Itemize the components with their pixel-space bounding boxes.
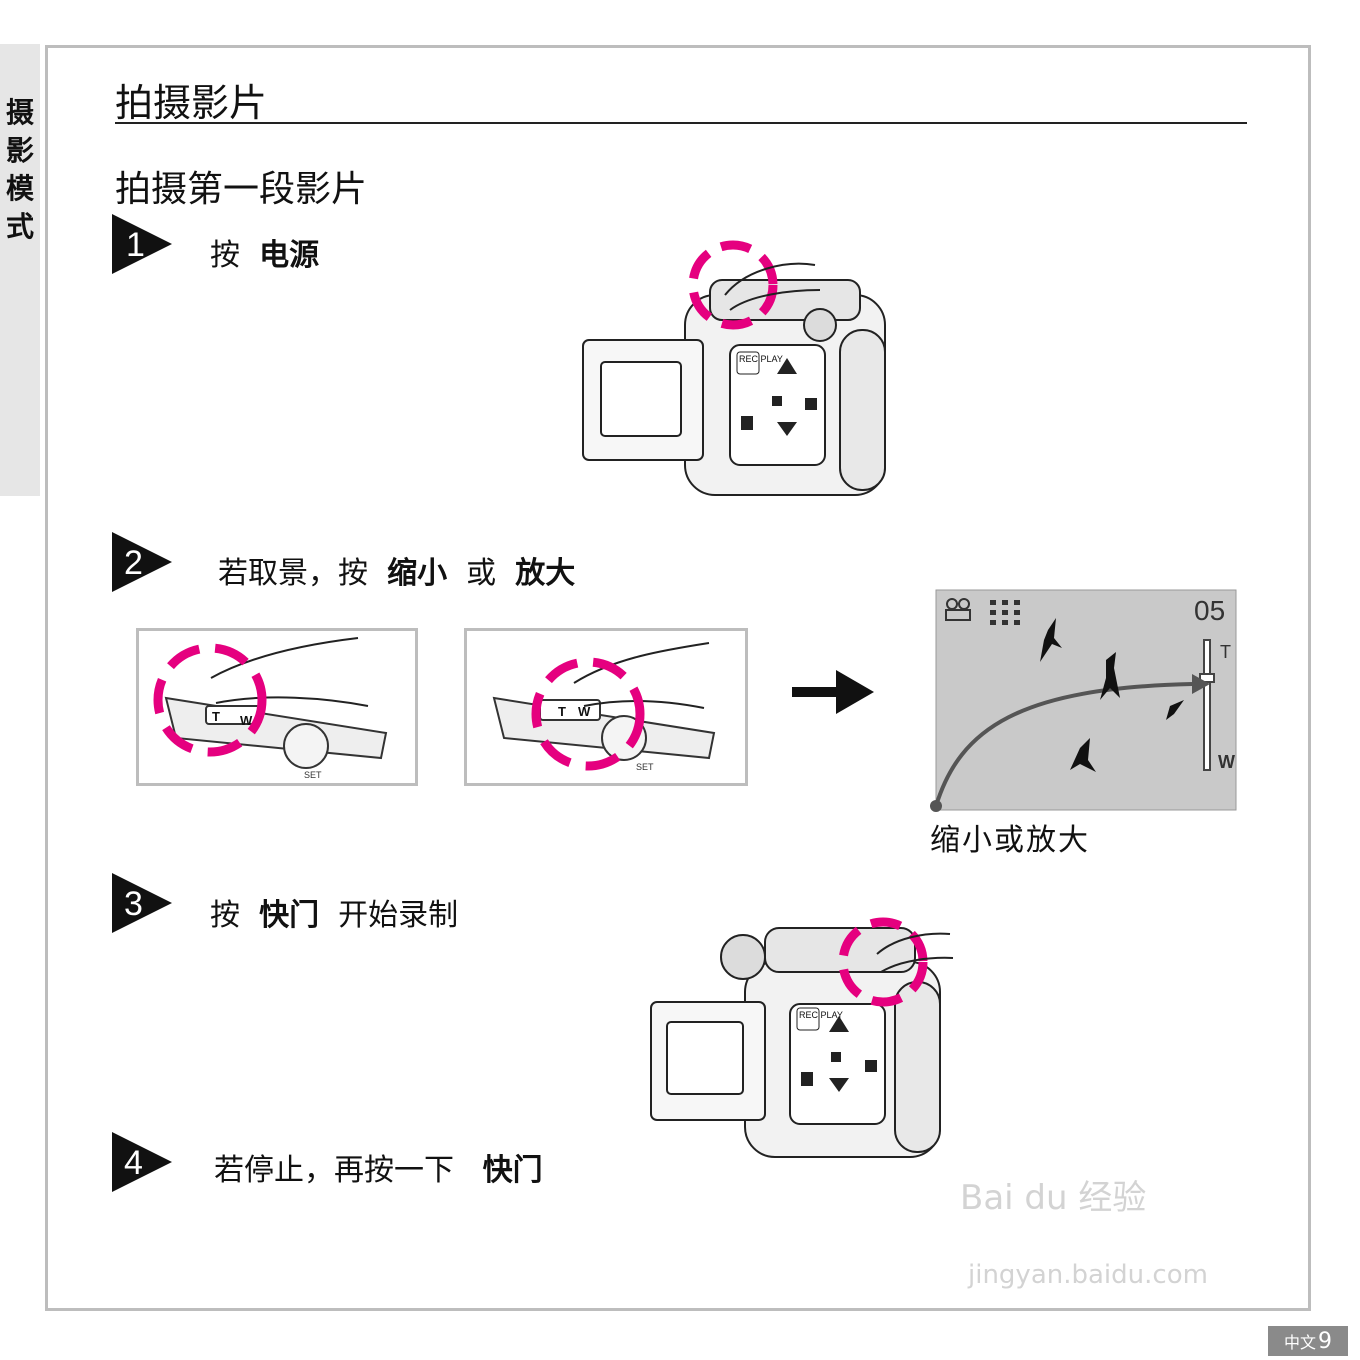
- svg-text:SET: SET: [304, 770, 322, 780]
- svg-text:REC PLAY: REC PLAY: [799, 1010, 843, 1020]
- power-highlight-circle: [688, 240, 778, 330]
- page-lang: 中文: [1283, 1333, 1316, 1352]
- zoom-in-label: 放大: [515, 556, 576, 591]
- svg-text:REC PLAY: REC PLAY: [739, 354, 783, 364]
- lcd-caption: 缩小或放大: [930, 823, 1090, 858]
- lcd-zoom-preview: 05 T W: [930, 589, 1237, 812]
- side-tab: 摄影模式: [0, 44, 40, 496]
- step-1-marker: 1: [112, 214, 172, 274]
- page-num: 9: [1318, 1328, 1332, 1354]
- svg-text:W: W: [578, 704, 591, 719]
- step-1-text: 按 电源: [210, 238, 320, 273]
- step-4-marker: 4: [112, 1132, 172, 1192]
- page-number: 中文 9: [1268, 1326, 1348, 1356]
- svg-text:W: W: [1218, 752, 1235, 772]
- section-title: 拍摄第一段影片: [115, 169, 368, 210]
- camcorder-power-illustration: REC PLAY: [582, 240, 886, 496]
- svg-text:4: 4: [124, 1144, 143, 1182]
- video-mode-icon: [945, 598, 971, 621]
- zoom-out-label: 缩小: [387, 556, 448, 591]
- step-2-marker: 2: [112, 532, 172, 592]
- birds-image: [1040, 618, 1184, 772]
- svg-text:T: T: [212, 709, 220, 724]
- tele-highlight-circle: [153, 643, 267, 757]
- page-frame: [45, 45, 1311, 1311]
- zoom-slider-thumb: [1199, 673, 1215, 683]
- svg-text:SET: SET: [636, 762, 654, 772]
- step-3-text: 按 快门 开始录制: [210, 898, 459, 933]
- zoom-tele-illustration: T W SET: [136, 628, 418, 786]
- shutter-label: 快门: [259, 898, 320, 933]
- camcorder-shutter-illustration: REC PLAY: [650, 917, 954, 1158]
- svg-text:2: 2: [124, 544, 143, 582]
- svg-text:T: T: [558, 704, 566, 719]
- zoom-wide-illustration: T W SET: [464, 628, 748, 786]
- quality-grid-icon: [990, 600, 1020, 625]
- svg-text:T: T: [1220, 642, 1231, 662]
- step-3-marker: 3: [112, 873, 172, 933]
- page-title: 拍摄影片: [115, 81, 268, 125]
- step-2-text: 若取景，按 缩小 或 放大: [218, 556, 576, 591]
- svg-text:3: 3: [124, 885, 143, 923]
- power-button-label: 电源: [259, 238, 320, 273]
- watermark-url: jingyan.baidu.com: [968, 1260, 1208, 1290]
- watermark-logo: Bai du 经验: [960, 1178, 1147, 1218]
- lcd-counter: 05: [1194, 595, 1225, 626]
- step-4-text: 若停止，再按一下 快门: [214, 1153, 543, 1188]
- shutter-label-stop: 快门: [482, 1153, 543, 1188]
- title-divider: [115, 122, 1247, 124]
- svg-text:1: 1: [126, 226, 145, 264]
- side-tab-label: 摄影模式: [6, 96, 35, 243]
- zoom-slider-track: [1203, 639, 1211, 771]
- right-arrow-icon: [792, 670, 874, 714]
- shutter-highlight-circle: [838, 917, 928, 1007]
- svg-text:W: W: [240, 713, 253, 728]
- wide-highlight-circle: [531, 657, 645, 771]
